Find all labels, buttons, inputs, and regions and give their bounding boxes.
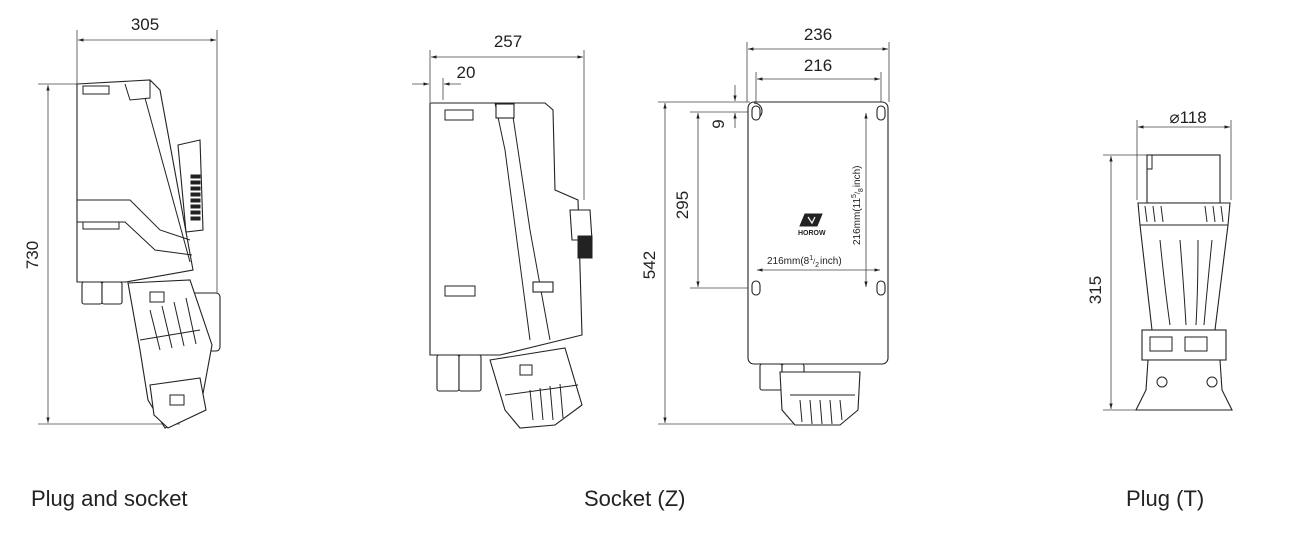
dim-socket-front-width: 236	[804, 25, 832, 44]
dim-socket-front-height: 542	[640, 251, 659, 279]
dim-socket-side-offset: 20	[457, 63, 476, 82]
plug-drawing: ⌀118 315	[1086, 108, 1233, 411]
dim-socket-side-width: 257	[494, 32, 522, 51]
dim-plug-socket-height: 730	[23, 241, 42, 269]
caption-socket: Socket (Z)	[584, 486, 686, 511]
dim-socket-front-hole-height: 295	[673, 191, 692, 219]
dim-plug-diameter: ⌀118	[1169, 108, 1206, 127]
caption-plug-and-socket: Plug and socket	[31, 486, 188, 511]
dim-inner-horizontal: 216mm(81/2inch)	[767, 255, 842, 269]
socket-side-drawing: 257 20	[412, 32, 593, 429]
caption-plug: Plug (T)	[1126, 486, 1205, 511]
socket-front-drawing: 236 216 542 295 9 216mm(81/2inch)	[640, 25, 890, 426]
dim-socket-front-hole-width: 216	[804, 56, 832, 75]
svg-text:HOROW: HOROW	[798, 230, 826, 237]
brand-logo: HOROW	[798, 213, 826, 237]
dim-socket-front-hole-offset: 9	[709, 119, 728, 128]
dim-plug-socket-width: 305	[131, 15, 159, 34]
plug-and-socket-drawing: 305 730	[23, 15, 221, 429]
dim-inner-vertical: 216mm(115/8inch)	[851, 165, 865, 245]
dim-plug-height: 315	[1086, 276, 1105, 304]
lid-ribs	[190, 174, 201, 221]
